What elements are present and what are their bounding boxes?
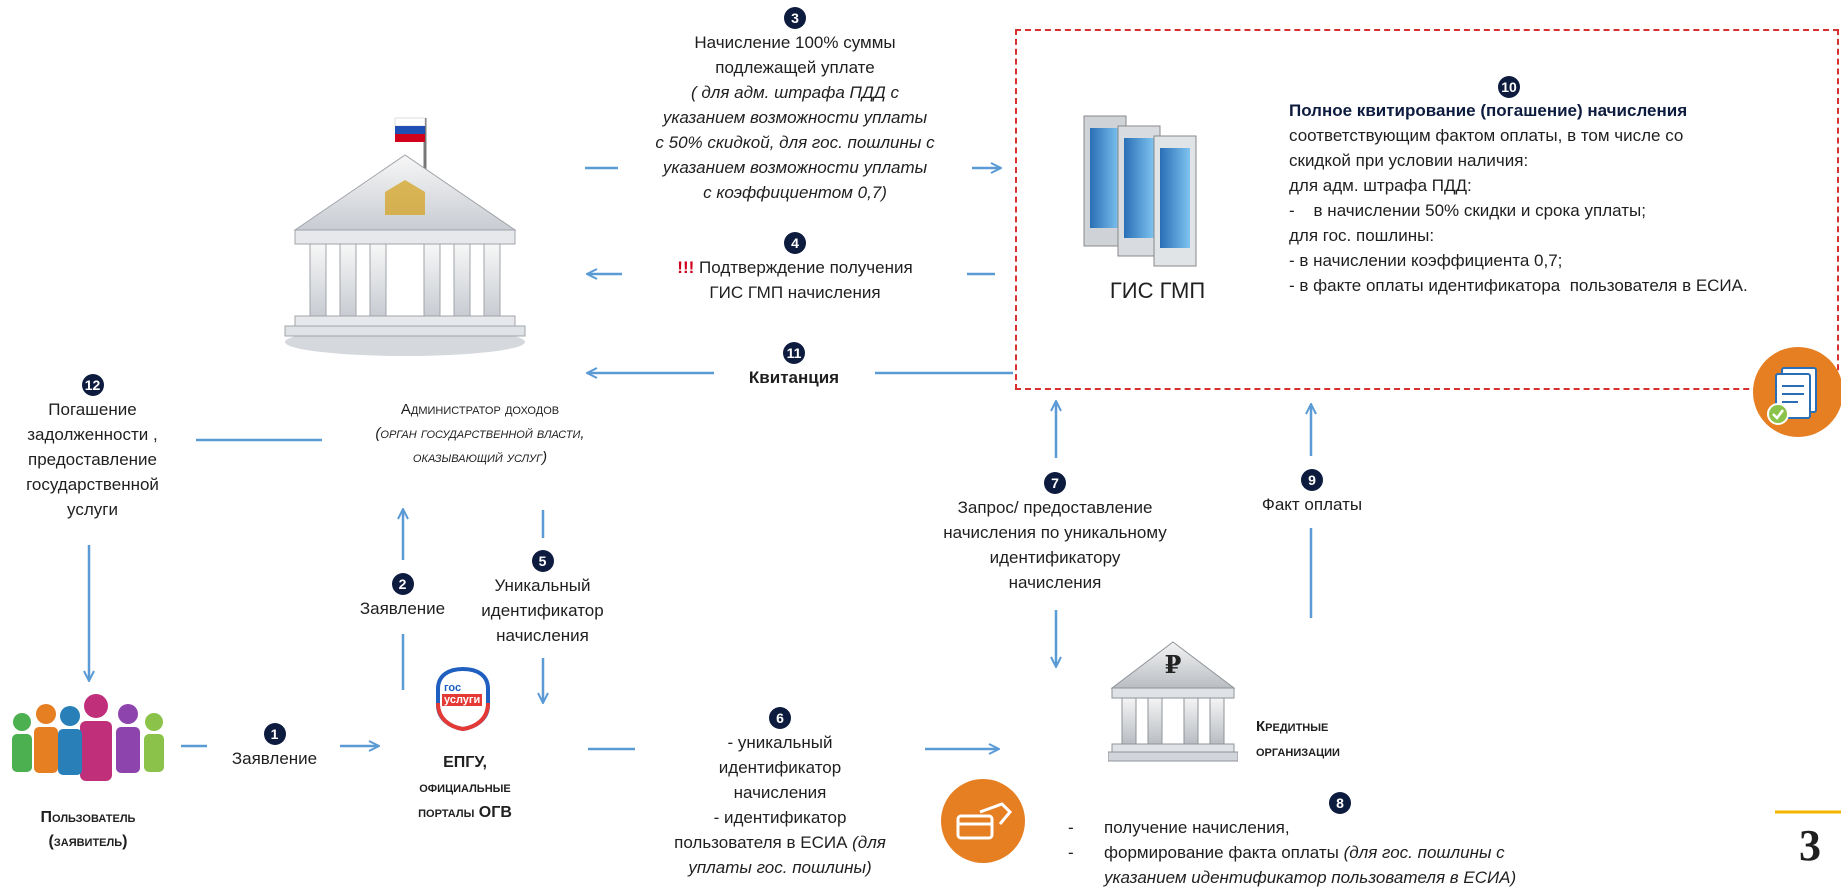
step-11-label: Квитанция [748,368,840,387]
step-8-item-2-plain: формирование факта оплаты [1104,843,1344,862]
step-6-line-1: - уникальный [727,733,833,752]
card-payment-icon [941,779,1025,863]
step-8-item-1: получение начисления, [1104,818,1290,837]
step-1-number: 1 [263,723,286,745]
users-group-icon [12,694,164,781]
step-5-block: 5 Уникальный идентификатор начисления [465,548,620,648]
step-7-block: 7 Запрос/ предоставление начисления по у… [920,470,1190,595]
step-12-line-2: задолженности , [27,425,158,444]
epgu-label: ЕПГУ, официальные порталы ОГВ [395,750,535,825]
step-3-number: 3 [784,7,806,29]
step-9-block: 9 Факт оплаты [1232,467,1392,517]
step-6-line-5-italic: (для [847,833,886,852]
step-2-block: 2 Заявление [350,571,455,621]
step-12-line-4: государственной [26,475,159,494]
step-10-line-4: - в начислении 50% скидки и срока уплаты… [1289,201,1646,220]
step-5-line-2: идентификатор [481,601,604,620]
epgu-line-3: порталы ОГВ [418,804,512,821]
document-check-icon [1753,347,1841,437]
step-2-label: Заявление [359,599,446,618]
step-3-title-line-1: Начисление 100% суммы [694,33,896,52]
step-12-number: 12 [81,374,104,396]
step-3-italic-line-4: указанием возможности уплаты [662,158,928,177]
gis-label: ГИС ГМП [1109,278,1206,303]
step-10-line-1: соответствующим фактом оплаты, в том чис… [1289,126,1684,145]
step-3-italic-line-3: с 50% скидкой, для гос. пошлины с [655,133,935,152]
step-7-line-2: начисления по уникальному [943,523,1167,542]
admin-title: Администратор доходов [400,401,560,418]
step-4-line-1: Подтверждение получения [699,258,913,277]
step-3-title-line-2: подлежащей уплате [715,58,875,77]
step-2-number: 2 [391,573,414,595]
step-10-bold-title: Полное квитирование (погашение) начислен… [1289,101,1688,120]
step-12-line-5: услуги [67,500,118,519]
admin-label: Администратор доходов (орган государстве… [330,398,630,470]
step-10-line-3: для адм. штрафа ПДД: [1289,176,1472,195]
step-6-line-4: - идентификатор [713,808,847,827]
step-9-label: Факт оплаты [1261,495,1363,514]
step-10-line-7: - в факте оплаты идентификатора пользова… [1289,276,1748,295]
gosuslugi-text-1: гос [444,682,462,694]
bank-label: Кредитные организации [1256,714,1416,764]
step-8-number: 8 [1329,792,1351,814]
step-5-line-3: начисления [496,626,589,645]
admin-subtitle-1: (орган государственной власти, [375,425,585,442]
page-number: 3 [1799,821,1821,870]
step-8-item-2-italic: (для гос. пошлины с [1343,843,1505,862]
gis-gmp-dashed-region [1015,29,1839,390]
admin-subtitle-2: оказывающий услуг) [412,449,548,466]
user-label-line-1: Пользователь [40,809,136,826]
step-4-number: 4 [784,232,806,254]
step-12-line-3: предоставление [27,450,158,469]
step-6-block: 6 - уникальный идентификатор начисления … [640,705,920,880]
step-4-warning-mark: !!! [677,258,695,277]
step-9-number: 9 [1301,469,1323,491]
ruble-sign: ₽ [1164,650,1182,679]
step-8-block: 8 -получение начисления, -формирование ф… [1060,790,1580,890]
step-8-item-2-italic-2: указанием идентификатор пользователя в Е… [1104,868,1517,887]
bank-building-icon [1108,641,1238,762]
step-10-block: 10 Полное квитирование (погашение) начис… [1289,76,1809,298]
step-4-line-2: ГИС ГМП начисления [709,283,881,302]
step-1-label: Заявление [231,749,318,768]
epgu-line-1: ЕПГУ, [443,754,487,771]
user-label-line-2: (заявитель) [48,833,128,850]
step-6-line-6: уплаты гос. пошлины) [688,858,872,877]
step-11-number: 11 [783,342,805,364]
government-building-icon [284,117,526,356]
step-3-block: 3 Начисление 100% суммы подлежащей уплат… [630,5,960,205]
step-10-line-5: для гос. пошлины: [1289,226,1435,245]
step-3-italic-line-1: ( для адм. штрафа ПДД с [691,83,899,102]
step-10-number: 10 [1498,76,1520,98]
step-10-line-2: скидкой при условии наличия: [1289,151,1529,170]
step-7-line-1: Запрос/ предоставление [957,498,1153,517]
step-4-block: 4 !!! Подтверждение получения ГИС ГМП на… [630,230,960,305]
bank-label-line-1: Кредитные [1256,718,1329,735]
gosuslugi-text-2: услуги [442,694,483,706]
step-10-line-6: - в начислении коэффициента 0,7; [1289,251,1563,270]
gosuslugi-logo: гос услуги [432,665,494,733]
step-6-number: 6 [769,707,791,729]
step-3-italic-line-2: указанием возможности уплаты [662,108,928,127]
step-12-block: 12 Погашение задолженности , предоставле… [5,372,180,522]
gis-servers-icon [1083,115,1197,267]
step-12-line-1: Погашение [48,400,137,419]
bank-label-line-2: организации [1256,743,1340,760]
step-6-line-5: пользователя в ЕСИА [674,833,848,852]
epgu-line-2: официальные [419,779,511,796]
step-7-line-3: идентификатору [989,548,1121,567]
step-6-line-2: идентификатор [718,758,842,777]
step-7-number: 7 [1044,472,1066,494]
step-3-italic-line-5: с коэффициентом 0,7) [703,183,887,202]
step-6-line-3: начисления [733,783,827,802]
step-1-block: 1 Заявление [212,721,337,771]
step-5-number: 5 [531,550,554,572]
step-11-block: 11 Квитанция [714,340,874,390]
step-5-line-1: Уникальный [494,576,591,595]
user-label: Пользователь (заявитель) [8,806,168,854]
step-7-line-4: начисления [1008,573,1102,592]
